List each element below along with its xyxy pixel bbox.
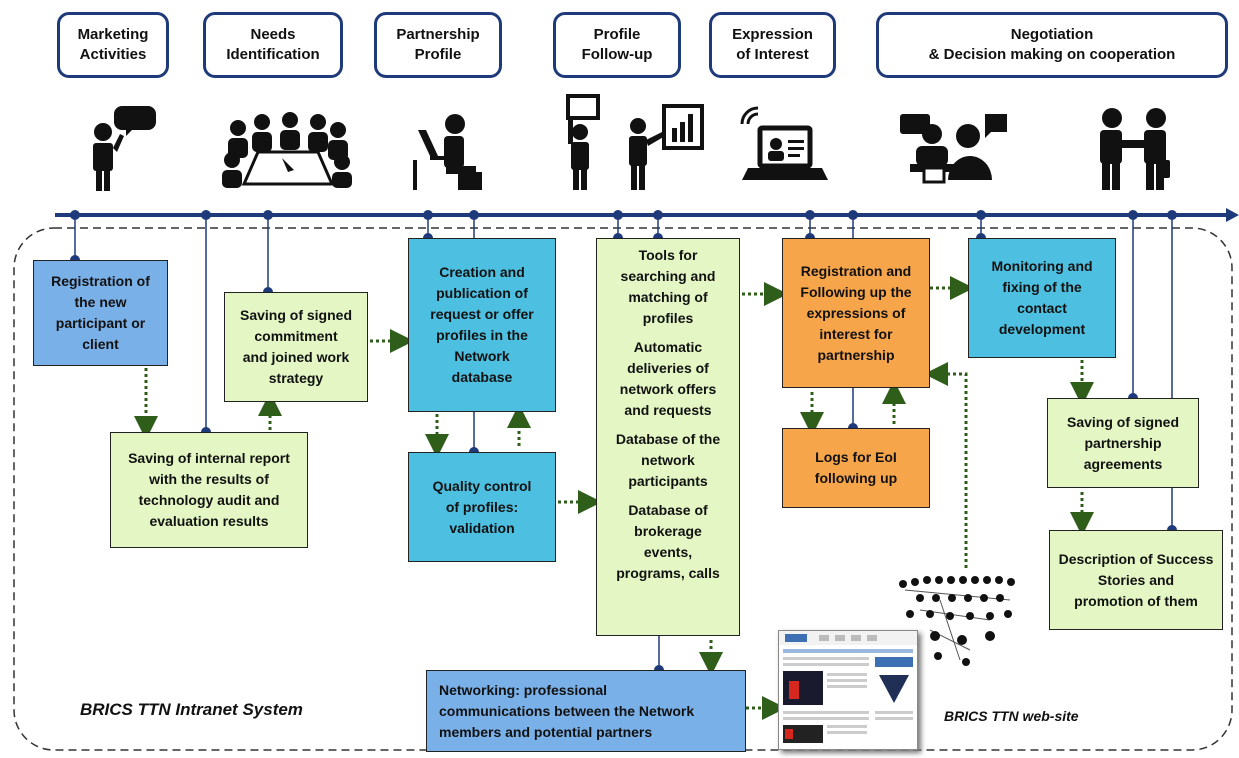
box-success-stories: Description of Success Stories and promo… [1049, 530, 1223, 630]
handshake-icon [1100, 108, 1170, 190]
box-logs-eoi: Logs for EoI following up [782, 428, 930, 508]
network-people-icon [899, 576, 1015, 666]
box-tools: Tools for searching and matching of prof… [596, 238, 740, 636]
tools-item-searching: Tools for searching and matching of prof… [620, 247, 716, 326]
meeting-table-icon [222, 112, 352, 188]
box-registration-eoi: Registration and Following up the expres… [782, 238, 930, 388]
box-saving-agreements: Saving of signed partnership agreements [1047, 398, 1199, 488]
stage-negotiation: Negotiation & Decision making on coopera… [876, 12, 1228, 78]
website-screenshot-icon [778, 630, 918, 750]
box-creation-profiles: Creation and publication of request or o… [408, 238, 556, 412]
stage-expression-of-interest: Expression of Interest [709, 12, 836, 78]
box-networking: Networking: professional communications … [426, 670, 746, 752]
tools-item-events-db: Database of brokerage events, programs, … [616, 502, 720, 581]
caption-intranet: BRICS TTN Intranet System [80, 700, 303, 719]
intranet-border [13, 227, 1233, 751]
stage-needs-identification: Needs Identification [203, 12, 343, 78]
person-laptop-icon [413, 114, 482, 190]
box-quality-control: Quality control of profiles: validation [408, 452, 556, 562]
timeline-arrow [1226, 208, 1239, 222]
tools-item-participants-db: Database of the network participants [615, 431, 721, 489]
box-saving-commitment: Saving of signed commitment and joined w… [224, 292, 368, 402]
laptop-video-icon [740, 106, 828, 180]
stage-partnership-profile: Partnership Profile [374, 12, 502, 78]
presenter-chart-icon [566, 94, 704, 190]
box-saving-internal-report: Saving of internal report with the resul… [110, 432, 308, 548]
box-monitoring: Monitoring and fixing of the contact dev… [968, 238, 1116, 358]
dotted-arrows [134, 276, 1094, 720]
stage-marketing-activities: Marketing Activities [57, 12, 169, 78]
video-conference-icon [900, 114, 1007, 184]
person-phone-icon [93, 106, 156, 191]
tools-item-deliveries: Automatic deliveries of network offers a… [619, 339, 717, 418]
box-registration-new: Registration of the new participant or c… [33, 260, 168, 366]
caption-website: BRICS TTN web-site [944, 708, 1079, 724]
stage-profile-follow-up: Profile Follow-up [553, 12, 681, 78]
